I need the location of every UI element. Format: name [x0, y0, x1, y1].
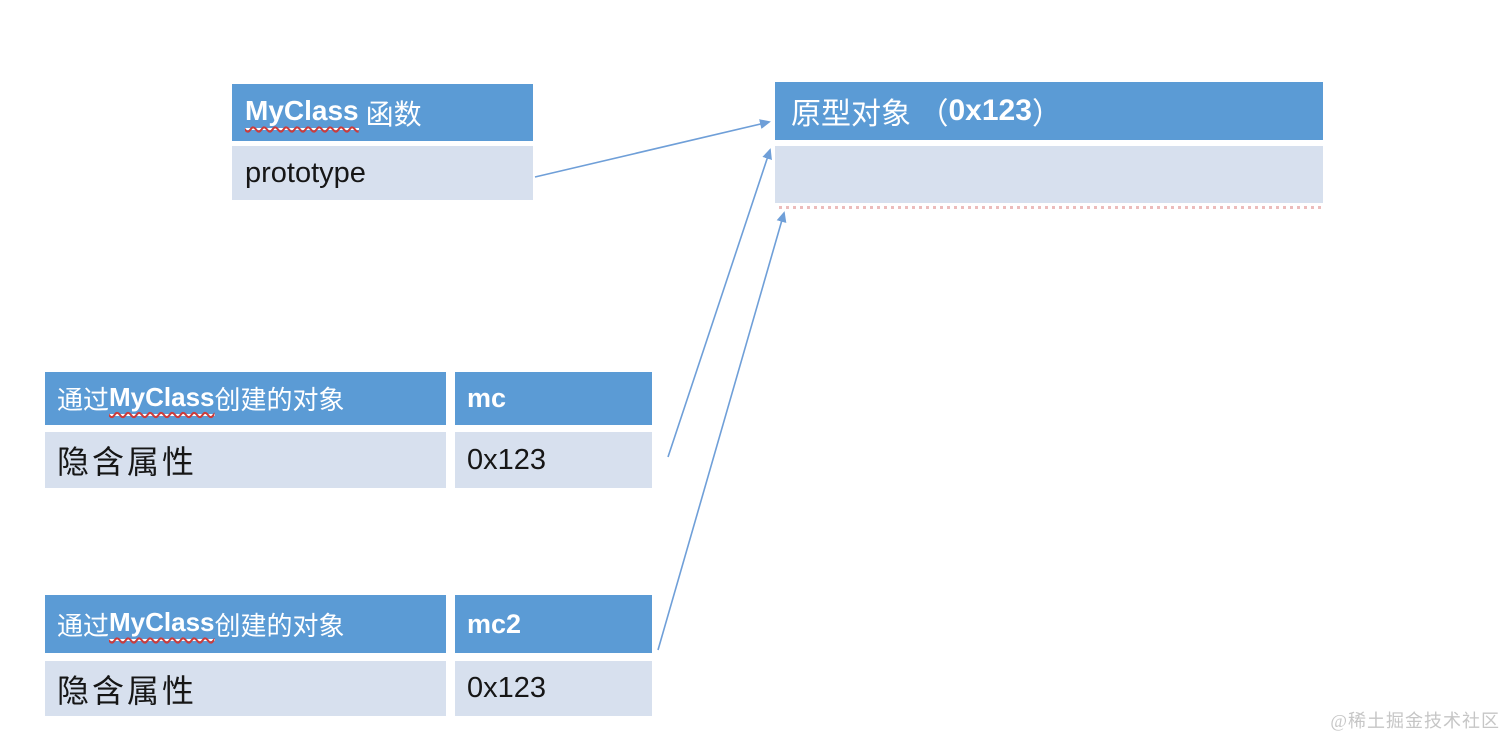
mc-value-label: 0x123: [467, 443, 547, 476]
mc2-variable-cell: mc2: [455, 595, 652, 653]
function-box-prototype-row: prototype: [232, 146, 533, 200]
mc2-property-cell: 隐含属性: [45, 661, 446, 716]
spellcheck-squiggle-line: [779, 206, 1321, 209]
mc2-value-cell: 0x123: [455, 661, 652, 716]
arrow-prototype-to-prototype-object: [534, 119, 771, 178]
mc-variable-label: mc: [467, 383, 507, 413]
arrow-mc2-to-prototype-object: [657, 211, 787, 651]
mc-value-cell: 0x123: [455, 432, 652, 488]
mc-title-prefix: 通过: [57, 386, 110, 415]
mc-title-suffix: 创建的对象: [214, 386, 345, 415]
function-title-suffix: 函数: [358, 99, 422, 131]
mc-variable-cell: mc: [455, 372, 652, 425]
mc2-property-label: 隐含属性: [57, 672, 198, 709]
prototype-object-title-suffix: ）: [1031, 98, 1062, 131]
mc2-title-class-name: MyClass: [109, 607, 215, 641]
prototype-object-address: 0x123: [948, 94, 1032, 127]
mc2-value-label: 0x123: [467, 672, 547, 704]
function-box-header: MyClass 函数: [232, 84, 533, 141]
prototype-object-box-header: 原型对象 （0x123）: [775, 82, 1323, 140]
mc-title-class-name: MyClass: [109, 382, 215, 416]
mc-property-cell: 隐含属性: [45, 432, 446, 488]
mc-property-label: 隐含属性: [57, 444, 198, 480]
function-name-label: MyClass: [245, 95, 359, 130]
arrow-mc-to-prototype-object: [667, 148, 772, 458]
mc2-title-suffix: 创建的对象: [214, 611, 345, 641]
prototype-object-empty-row: [775, 146, 1323, 203]
mc2-title-prefix: 通过: [57, 611, 110, 641]
watermark-text: @稀土掘金技术社区: [1330, 711, 1500, 731]
prototype-object-title-prefix: 原型对象 （: [791, 98, 949, 131]
mc2-variable-label: mc2: [467, 608, 522, 639]
prototype-property-label: prototype: [245, 156, 366, 189]
